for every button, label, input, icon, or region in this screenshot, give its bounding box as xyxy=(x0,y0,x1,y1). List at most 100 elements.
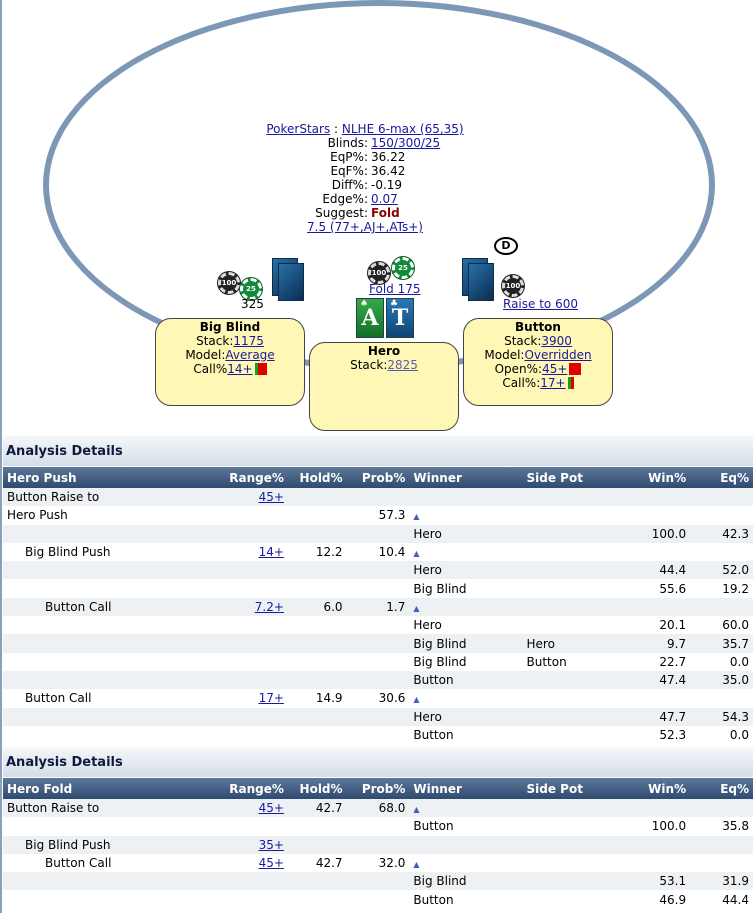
btn-action-link[interactable]: Raise to 600 xyxy=(503,297,578,311)
row-eq xyxy=(690,506,753,524)
range-link[interactable]: 7.5 (77+,AJ+,ATs+) xyxy=(307,220,423,234)
range-link[interactable]: 45+ xyxy=(258,801,284,816)
expand-triangle-icon[interactable]: ▲ xyxy=(413,860,420,870)
row-sidepot xyxy=(522,561,617,580)
bb-call-link[interactable]: 14+ xyxy=(227,362,253,376)
expand-triangle-icon[interactable]: ▲ xyxy=(413,695,420,705)
row-prob xyxy=(346,835,410,854)
col-winner: Winner xyxy=(409,467,523,488)
row-sidepot xyxy=(523,726,617,744)
edge-link[interactable]: 0.07 xyxy=(371,192,398,206)
row-prob xyxy=(346,524,410,543)
row-sidepot xyxy=(523,616,617,634)
row-hold: 42.7 xyxy=(287,799,347,818)
row-eq: 0.0 xyxy=(729,654,749,669)
row-sidepot xyxy=(522,597,617,617)
expand-triangle-icon[interactable]: ▲ xyxy=(413,603,420,613)
row-prob xyxy=(347,817,410,835)
row-range xyxy=(212,579,287,597)
row-range xyxy=(212,561,288,580)
row-sidepot xyxy=(522,670,617,690)
row-hold: 14.9 xyxy=(315,691,343,706)
row-eq: 60.0 xyxy=(722,618,749,633)
row-action: Button Call xyxy=(45,856,112,871)
row-range xyxy=(212,524,288,543)
row-hold xyxy=(288,890,347,908)
row-eq: 52.0 xyxy=(690,561,753,580)
row-hold xyxy=(288,579,347,597)
site-link[interactable]: PokerStars xyxy=(266,122,331,136)
hero-card-2: ♣T xyxy=(386,298,414,338)
col-sidepot: Side Pot xyxy=(522,778,617,799)
row-winner: Button xyxy=(413,892,454,907)
btn-cards-back-icon xyxy=(462,258,494,301)
range-link[interactable]: 35+ xyxy=(258,837,284,852)
bb-stack-link[interactable]: 1175 xyxy=(233,334,264,348)
row-win: 47.4 xyxy=(616,670,691,690)
row-win xyxy=(617,506,690,524)
row-eq: 35.0 xyxy=(690,670,753,690)
analysis-table-hero-push: Hero Push Range% Hold% Prob% Winner Side… xyxy=(3,467,753,744)
hero-chip-stack: 100 25 xyxy=(368,257,414,284)
game-link[interactable]: NLHE 6-max (65,35) xyxy=(341,122,464,136)
hero-action-link[interactable]: Fold 175 xyxy=(369,282,421,296)
row-hold xyxy=(287,872,347,891)
poker-table-area: PokerStars : NLHE 6-max (65,35) Blinds:1… xyxy=(0,0,753,435)
row-sidepot xyxy=(523,579,617,597)
btn-model-link[interactable]: Overridden xyxy=(524,348,592,362)
row-win xyxy=(617,854,690,872)
row-prob xyxy=(346,634,410,653)
row-eq: 35.7 xyxy=(690,634,753,653)
range-link[interactable]: 45+ xyxy=(258,856,284,871)
site-game-line: PokerStars : NLHE 6-max (65,35) xyxy=(266,122,464,136)
col-eq: Eq% xyxy=(690,778,753,799)
table-info-panel: PokerStars : NLHE 6-max (65,35) Blinds:1… xyxy=(200,122,530,234)
row-winner: Button xyxy=(413,819,454,834)
row-winner: Hero xyxy=(413,618,442,633)
range-link[interactable]: 14+ xyxy=(258,545,284,560)
hero-stack-link[interactable]: 2825 xyxy=(387,358,418,372)
col-prob: Prob% xyxy=(346,778,410,799)
spade-icon: ♠ xyxy=(360,299,369,309)
row-sidepot xyxy=(522,488,617,507)
row-win xyxy=(616,488,691,507)
row-action xyxy=(3,890,212,908)
suggest-value: Fold xyxy=(371,206,400,220)
range-link[interactable]: 7.2+ xyxy=(254,599,284,614)
row-sidepot xyxy=(522,707,617,726)
row-range xyxy=(212,890,287,908)
row-range: 45+ xyxy=(212,488,288,507)
row-prob: 32.0 xyxy=(378,856,406,871)
row-eq xyxy=(690,835,753,854)
row-action: Button Raise to xyxy=(3,488,213,507)
row-winner: ▲ xyxy=(409,689,522,707)
expand-triangle-icon[interactable]: ▲ xyxy=(413,549,420,559)
row-win: 22.7 xyxy=(659,654,687,669)
range-link[interactable]: 45+ xyxy=(258,490,284,505)
row-win xyxy=(616,799,691,818)
bb-model-link[interactable]: Average xyxy=(225,348,275,362)
hero-card-1: ♠A xyxy=(356,298,384,338)
btn-stack-link[interactable]: 3900 xyxy=(541,334,572,348)
expand-triangle-icon[interactable]: ▲ xyxy=(413,512,420,522)
expand-triangle-icon[interactable]: ▲ xyxy=(413,805,420,815)
row-sidepot xyxy=(523,506,617,524)
blinds-link[interactable]: 150/300/25 xyxy=(371,136,441,150)
btn-call-link[interactable]: 17+ xyxy=(540,376,566,390)
row-win xyxy=(617,689,690,707)
range-link[interactable]: 17+ xyxy=(258,691,284,706)
row-winner: ▲ xyxy=(409,506,522,524)
row-win: 100.0 xyxy=(651,819,687,834)
row-winner: ▲ xyxy=(409,597,523,617)
btn-open-link[interactable]: 45+ xyxy=(542,362,568,376)
row-eq xyxy=(690,488,753,507)
row-range xyxy=(212,634,288,653)
row-range xyxy=(212,670,288,690)
row-winner: ▲ xyxy=(409,799,523,818)
row-winner: Big Blind xyxy=(413,581,467,596)
